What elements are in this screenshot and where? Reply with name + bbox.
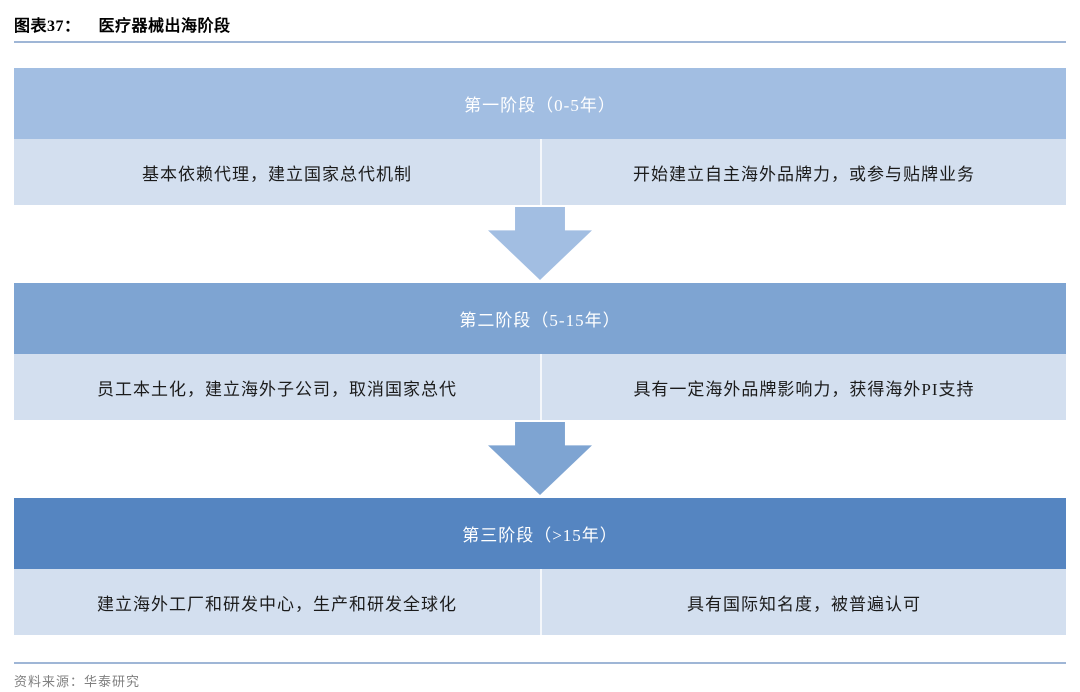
stage-block-1: 第一阶段（0-5年） 基本依赖代理，建立国家总代机制 开始建立自主海外品牌力，或… (14, 68, 1066, 205)
stage-2-body: 员工本土化，建立海外子公司，取消国家总代 具有一定海外品牌影响力，获得海外PI支… (14, 354, 1066, 420)
down-arrow-icon (488, 422, 592, 495)
stage-block-2: 第二阶段（5-15年） 员工本土化，建立海外子公司，取消国家总代 具有一定海外品… (14, 283, 1066, 420)
figure-title-text: 医疗器械出海阶段 (98, 18, 231, 35)
down-arrow-icon (488, 207, 592, 280)
stage-3-header: 第三阶段（>15年） (14, 498, 1066, 569)
arrow-row-1 (14, 205, 1066, 283)
arrow-row-2 (14, 420, 1066, 498)
stage-2-header: 第二阶段（5-15年） (14, 283, 1066, 354)
stage-1-header: 第一阶段（0-5年） (14, 68, 1066, 139)
stage-2-right-cell: 具有一定海外品牌影响力，获得海外PI支持 (540, 354, 1066, 420)
figure-number-label: 图表37： (14, 18, 81, 35)
stage-3-left-cell: 建立海外工厂和研发中心，生产和研发全球化 (97, 594, 457, 614)
title-divider-line (14, 41, 1066, 43)
bottom-divider-line (14, 662, 1066, 664)
source-attribution: 资料来源：华泰研究 (14, 674, 141, 689)
figure-title: 图表37： 医疗器械出海阶段 (14, 12, 1066, 36)
stage-1-right-cell: 开始建立自主海外品牌力，或参与贴牌业务 (540, 139, 1066, 205)
stage-3-right-cell: 具有国际知名度，被普遍认可 (540, 569, 1066, 635)
stage-1-body: 基本依赖代理，建立国家总代机制 开始建立自主海外品牌力，或参与贴牌业务 (14, 139, 1066, 205)
stage-3-body: 建立海外工厂和研发中心，生产和研发全球化 具有国际知名度，被普遍认可 (14, 569, 1066, 635)
stage-block-3: 第三阶段（>15年） 建立海外工厂和研发中心，生产和研发全球化 具有国际知名度，… (14, 498, 1066, 635)
stage-2-left-cell: 员工本土化，建立海外子公司，取消国家总代 (97, 379, 457, 399)
stage-diagram: 第一阶段（0-5年） 基本依赖代理，建立国家总代机制 开始建立自主海外品牌力，或… (14, 68, 1066, 635)
stage-1-left-cell: 基本依赖代理，建立国家总代机制 (142, 164, 412, 184)
